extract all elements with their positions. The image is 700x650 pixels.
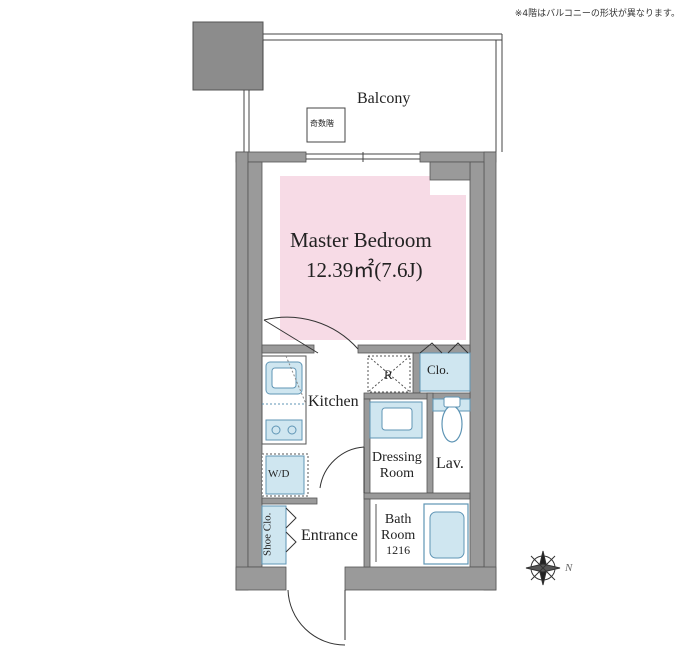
dressing-label-line1: Dressing [372,450,422,465]
washer-label: W/D [268,468,290,480]
window [306,152,420,162]
closet-label: Clo. [427,362,450,377]
shoe-closet-label: Shoe Clo. [261,512,274,557]
master-bedroom-label: Master Bedroom [290,228,432,252]
compass-icon [525,550,561,586]
walls [235,151,497,591]
washbasin [369,401,423,439]
ac-unit [192,21,264,91]
balcony-railing [243,33,503,152]
refrigerator-space [367,355,411,393]
refrigerator-label: R [384,367,393,382]
hatch-label: 奇数階 [310,119,334,128]
bedroom-door [263,316,359,354]
compass-north-label: N [565,562,573,574]
lav-label: Lav. [436,455,464,472]
bathtub [375,503,469,565]
entrance-door [287,589,346,646]
entrance-label: Entrance [301,527,358,544]
bath-size: 1216 [386,543,411,558]
bath-label-line2: Room [381,528,416,544]
bath-label-line1: Bath [384,512,412,527]
kitchen-counter [261,355,307,445]
shoe-closet [261,505,297,565]
dressing-label: Dressing Room [372,450,422,482]
toilet [432,396,471,443]
dressing-label-line2: Room [379,466,414,482]
bedroom-area [280,176,466,340]
stove [265,419,303,441]
balcony-label: Balcony [357,90,411,107]
washer-space [261,453,309,497]
closet [419,342,471,392]
bath-label: Bath Room 1216 [381,512,415,558]
floor-note: ※4階はバルコニーの形状が異なります。 [514,9,680,19]
master-bedroom-area: 12.39㎡(7.6J) [306,258,423,282]
evacuation-hatch [306,107,346,143]
dressing-door [319,446,365,493]
kitchen-label: Kitchen [308,393,359,410]
